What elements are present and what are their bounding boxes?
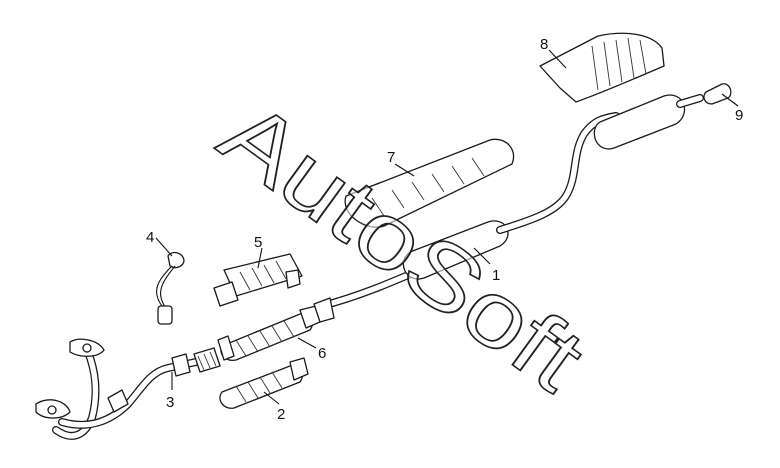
catalytic-converter-upper (217, 305, 321, 361)
front-pipe-assembly (35, 338, 221, 440)
callout-9: 9 (735, 107, 743, 124)
callout-1: 1 (492, 267, 500, 284)
callout-4: 4 (146, 229, 154, 246)
callout-5: 5 (254, 234, 262, 251)
intermediate-pipe (313, 112, 620, 323)
rear-muffler (593, 94, 704, 150)
callout-3: 3 (166, 394, 174, 411)
heat-shield-small (213, 253, 303, 307)
callout-7: 7 (387, 149, 395, 166)
heat-shield-rear (539, 32, 665, 103)
callout-2: 2 (277, 406, 285, 423)
callout-labels: 1 2 3 4 5 6 7 8 9 (146, 36, 743, 423)
oxygen-sensor (156, 251, 185, 325)
callout-6: 6 (318, 345, 326, 362)
heat-shield-center (344, 138, 515, 228)
callout-8: 8 (540, 36, 548, 53)
catalytic-converter-lower (219, 357, 309, 409)
tail-pipe-tip (703, 83, 732, 105)
callout-leaders (155, 49, 739, 405)
